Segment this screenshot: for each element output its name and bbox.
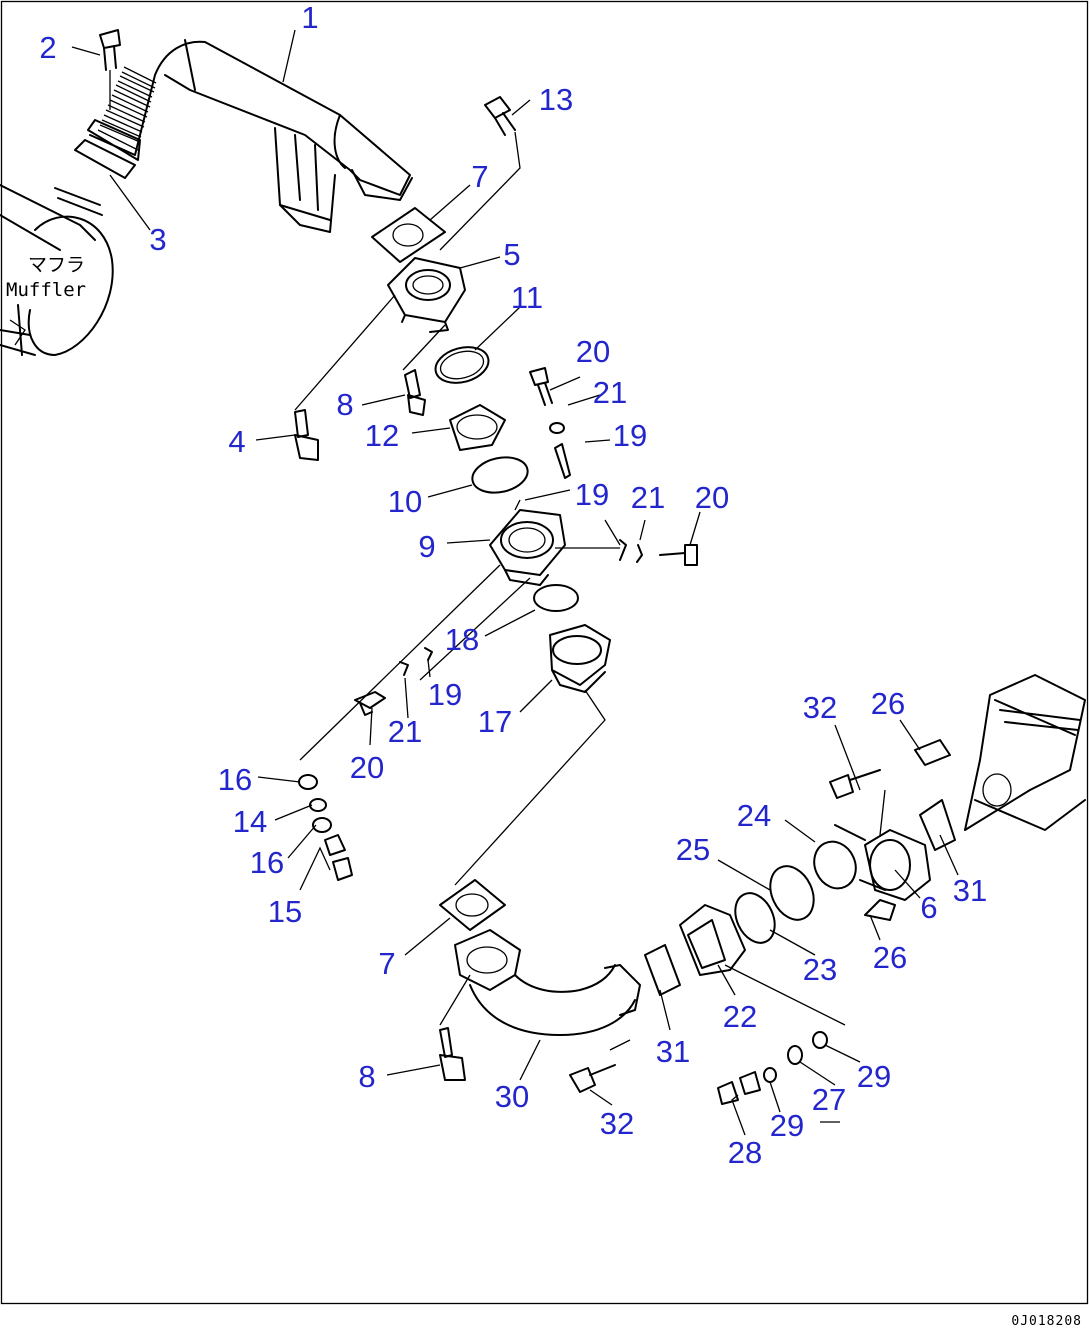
callout-23: 23 [803, 952, 837, 987]
callout-9: 9 [418, 529, 435, 564]
callout-5: 5 [503, 237, 520, 272]
callout-7-lower: 7 [378, 946, 395, 981]
callout-18: 18 [445, 622, 479, 657]
callout-31-lower: 31 [656, 1034, 690, 1069]
part-11-oring [434, 346, 490, 384]
callout-30: 30 [495, 1079, 529, 1114]
washer-stack [298, 774, 353, 881]
part-31-gasket-lower [644, 944, 681, 996]
part-24-oring [813, 840, 857, 890]
callout-26-upper: 26 [871, 686, 905, 721]
callout-19-top: 19 [613, 418, 647, 453]
part-23-gasket [734, 892, 776, 944]
callout-7-top: 7 [471, 159, 488, 194]
callout-31-upper: 31 [953, 873, 987, 908]
muffler-drawing [0, 184, 114, 356]
callouts: 1 2 3 13 7 5 11 20 21 8 19 4 12 10 19 21… [39, 0, 987, 1170]
hardware-group-top-right [529, 367, 571, 479]
part-30-elbow-pipe [439, 929, 641, 1051]
hardware-group-middle-left [354, 647, 433, 716]
part-32-bolt-lower [569, 1064, 616, 1093]
part-7-gasket-lower [439, 879, 506, 931]
callout-15: 15 [268, 894, 302, 929]
part-8-bolt-top [404, 369, 426, 416]
callout-21-top: 21 [593, 375, 627, 410]
callout-16-upper: 16 [218, 762, 252, 797]
callout-8-lower: 8 [358, 1059, 375, 1094]
muffler-label-en: Muffler [6, 279, 86, 301]
callout-21-low: 21 [388, 714, 422, 749]
part-26-bolts [864, 739, 951, 921]
part-12-gasket [449, 404, 506, 451]
hardware-group-9-right [619, 539, 698, 566]
part-18-oring [533, 584, 579, 612]
callout-32-lower: 32 [600, 1106, 634, 1141]
callout-1: 1 [301, 0, 318, 35]
callout-2: 2 [39, 30, 56, 65]
callout-10: 10 [388, 484, 422, 519]
callout-17: 17 [478, 704, 512, 739]
part-25-gasket [769, 865, 815, 921]
part-8-bolt-lower [439, 1027, 466, 1081]
part-32-bolt-upper [829, 769, 881, 799]
callout-29-left: 29 [770, 1108, 804, 1143]
callout-26-lower: 26 [873, 940, 907, 975]
part-1-exhaust-pipe [87, 39, 413, 233]
part-2-bolt [99, 29, 121, 110]
part-31-gasket-upper [919, 799, 956, 851]
drawing-code: 0J018208 [1011, 1314, 1082, 1329]
callout-19-mid: 19 [575, 477, 609, 512]
part-10-oring [471, 456, 529, 494]
turbo-housing [964, 674, 1086, 831]
callout-24: 24 [737, 798, 771, 833]
callout-3: 3 [149, 222, 166, 257]
callout-28: 28 [728, 1135, 762, 1170]
part-13-bolt [439, 96, 521, 251]
callout-20-mid: 20 [695, 480, 729, 515]
callout-11: 11 [511, 280, 543, 315]
callout-14: 14 [233, 804, 267, 839]
callout-22: 22 [723, 999, 757, 1034]
callout-16-lower: 16 [250, 845, 284, 880]
callout-27: 27 [812, 1082, 846, 1117]
part-5-flange [294, 257, 466, 411]
part-3-gasket [74, 139, 136, 179]
part-4-bolt [294, 409, 319, 461]
callout-19-low: 19 [428, 677, 462, 712]
callout-13: 13 [539, 82, 573, 117]
callout-29-right: 29 [857, 1059, 891, 1094]
part-7-gasket-top [371, 207, 446, 263]
callout-12: 12 [365, 418, 399, 453]
part-6-valve [834, 789, 931, 901]
callout-21-mid: 21 [631, 480, 665, 515]
callout-20-top: 20 [576, 334, 610, 369]
leader-lines [71, 29, 959, 1136]
muffler-label-jp: マフラ [28, 254, 85, 276]
callout-8-top: 8 [336, 387, 353, 422]
callout-4: 4 [228, 424, 245, 459]
part-17-adapter [454, 624, 611, 886]
callout-32-upper: 32 [803, 690, 837, 725]
callout-20-low: 20 [350, 750, 384, 785]
callout-6: 6 [920, 890, 937, 925]
part-22-flange [679, 904, 846, 1026]
washer-stack-lower [717, 1031, 828, 1105]
callout-25: 25 [676, 832, 710, 867]
